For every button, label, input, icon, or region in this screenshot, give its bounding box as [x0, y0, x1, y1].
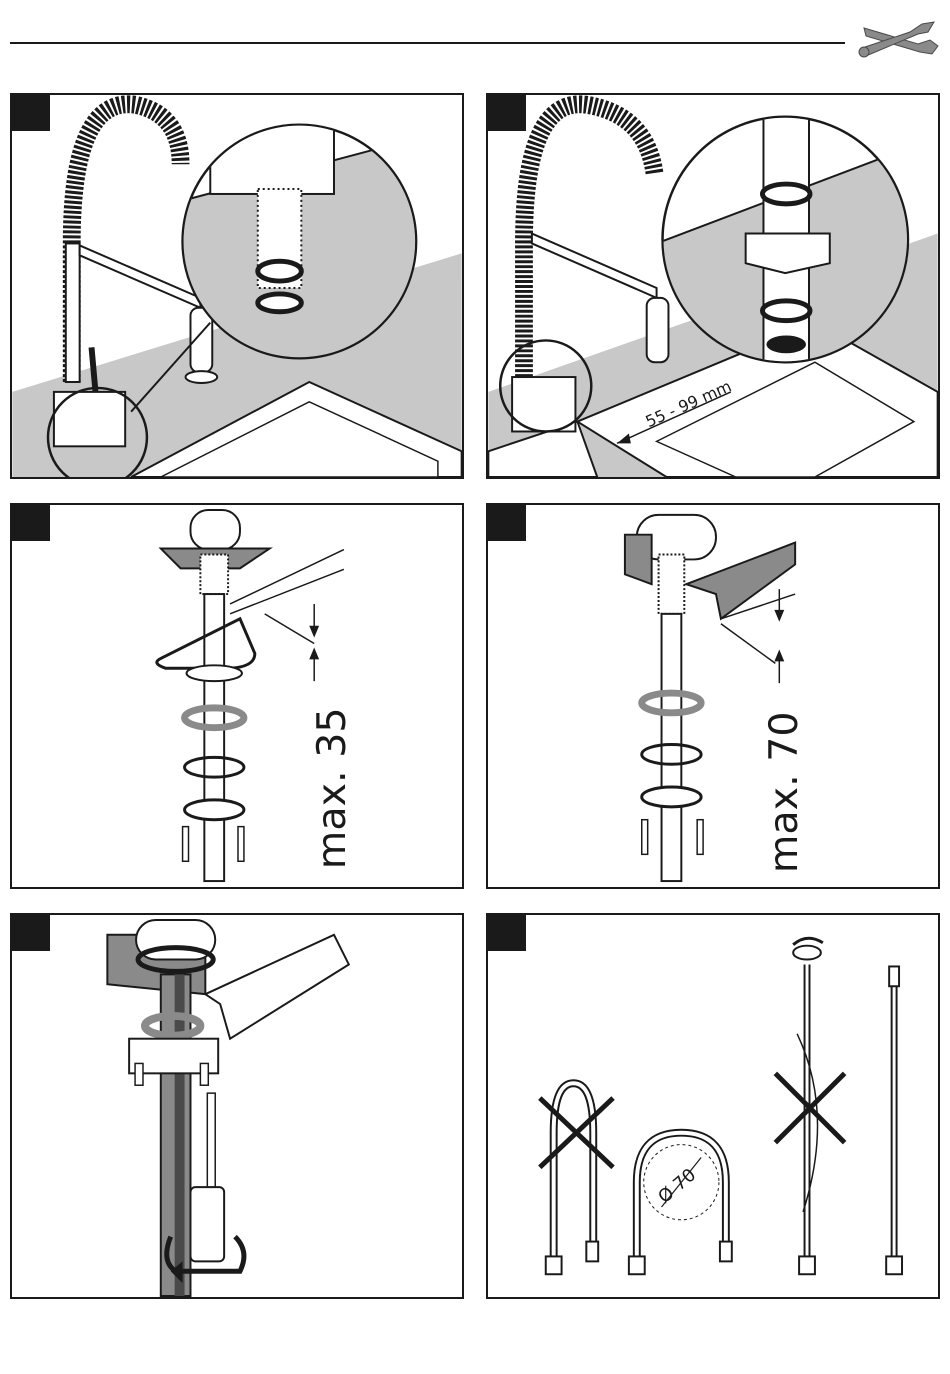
max-thickness-label: max. 35 [309, 707, 355, 869]
thin-counter-mount-illustration: max. 35 [12, 505, 462, 887]
step-panel-3: max. 35 [10, 503, 464, 889]
step-number-box [488, 915, 526, 951]
bend-diameter-label: Ø 70 [654, 1165, 700, 1208]
step-panel-2: 55 - 99 mm [486, 93, 940, 479]
step-number-box [12, 915, 50, 951]
step-number-box [12, 95, 50, 131]
hose-bend-radius-illustration: Ø 70 [488, 915, 938, 1297]
faucet-sink-distance-illustration: 55 - 99 mm [488, 95, 938, 477]
tighten-nut-illustration [12, 915, 462, 1297]
step-panel-5 [10, 913, 464, 1299]
step-panel-1 [10, 93, 464, 479]
header-rule [10, 42, 845, 44]
step-number-box [488, 505, 526, 541]
step-number-box [12, 505, 50, 541]
wrench-screwdriver-icon [858, 10, 940, 72]
step-panel-4: max. 70 [486, 503, 940, 889]
thick-counter-mount-illustration: max. 70 [488, 505, 938, 887]
max-thickness-label: max. 70 [761, 711, 807, 873]
step-number-box [488, 95, 526, 131]
step-panel-6: Ø 70 [486, 913, 940, 1299]
faucet-mount-illustration [12, 95, 462, 477]
